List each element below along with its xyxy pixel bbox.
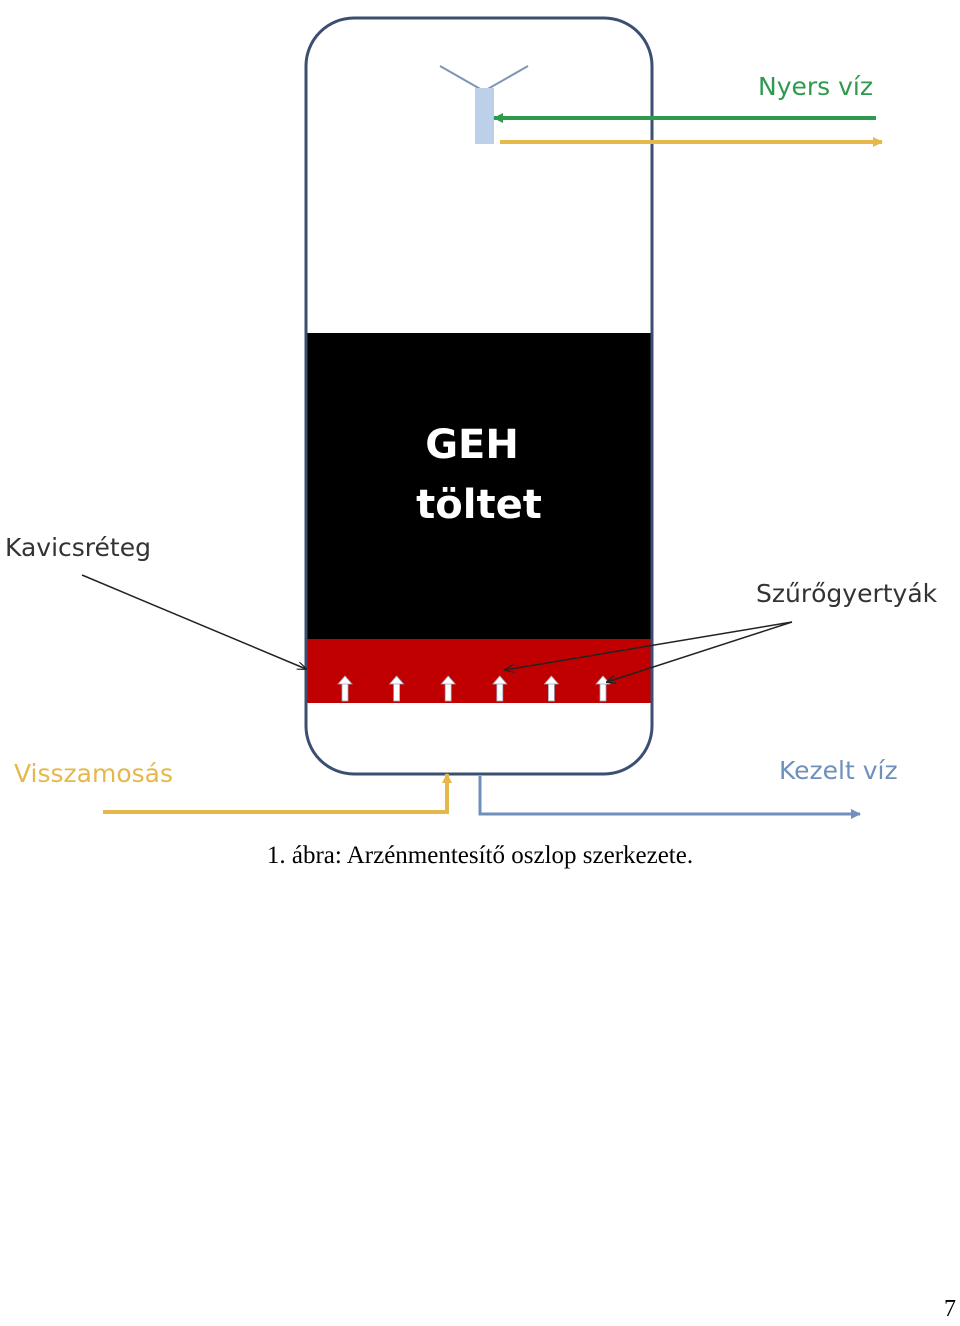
inlet-distributor [439, 65, 529, 144]
gravel-layer [306, 639, 652, 703]
filter-candle [543, 675, 560, 702]
gravel-layer-label: Kavicsréteg [5, 533, 151, 562]
geh-media-label-line-1: GEH [425, 422, 519, 468]
column-vessel [304, 16, 654, 776]
raw-water-label: Nyers víz [758, 72, 873, 101]
filter-candle [491, 675, 508, 702]
figure-caption: 1. ábra: Arzénmentesítő oszlop szerkezet… [266, 842, 694, 869]
filter-candles-label: Szűrőgyertyák [756, 579, 938, 608]
backwash-label: Visszamosás [14, 759, 173, 788]
candle-pointer-line-2 [607, 621, 793, 682]
treated-water-label: Kezelt víz [779, 756, 898, 785]
candle-pointer-line-1 [505, 621, 793, 670]
filter-candle [388, 675, 405, 702]
backwash-inlet-arrow [103, 773, 452, 814]
filter-candle [337, 675, 353, 702]
treated-water-outlet-arrow [478, 776, 861, 819]
page-number: 7 [944, 1296, 956, 1322]
geh-media-label-line-2: töltet [416, 482, 542, 528]
filter-candle [440, 675, 457, 702]
geh-media-layer [306, 333, 652, 639]
gravel-pointer-line [81, 574, 306, 669]
arsenic-removal-column-diagram: Nyers víz GEH töltet Kavicsréteg Szűrőgy… [5, 16, 938, 819]
geh-media-label: GEH töltet [416, 422, 542, 528]
